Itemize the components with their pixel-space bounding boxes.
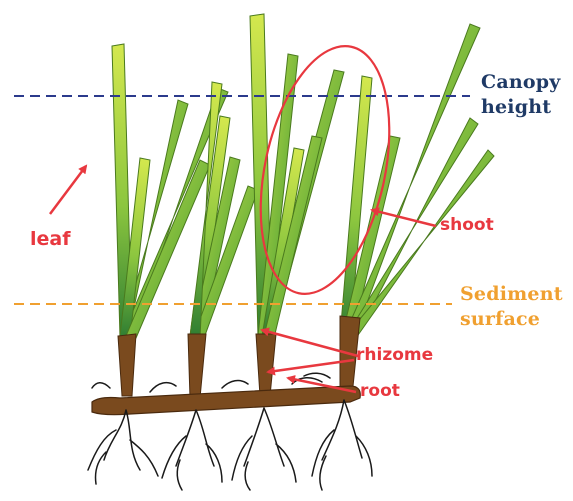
shoot-arrow — [372, 210, 436, 226]
canopy-label-line1: Canopy — [481, 70, 560, 95]
leaf-arrow — [50, 166, 86, 214]
leaves — [112, 14, 494, 338]
shoot-label: shoot — [440, 215, 494, 235]
root-label: root — [360, 381, 400, 401]
rhizome-label: rhizome — [356, 345, 433, 365]
sediment-label-line1: Sediment — [460, 282, 563, 307]
canopy-height-label: Canopy height — [481, 70, 560, 120]
canopy-label-line2: height — [481, 95, 560, 120]
sediment-label-line2: surface — [460, 307, 563, 332]
leaf-label: leaf — [30, 228, 71, 250]
sediment-surface-label: Sediment surface — [460, 282, 563, 332]
